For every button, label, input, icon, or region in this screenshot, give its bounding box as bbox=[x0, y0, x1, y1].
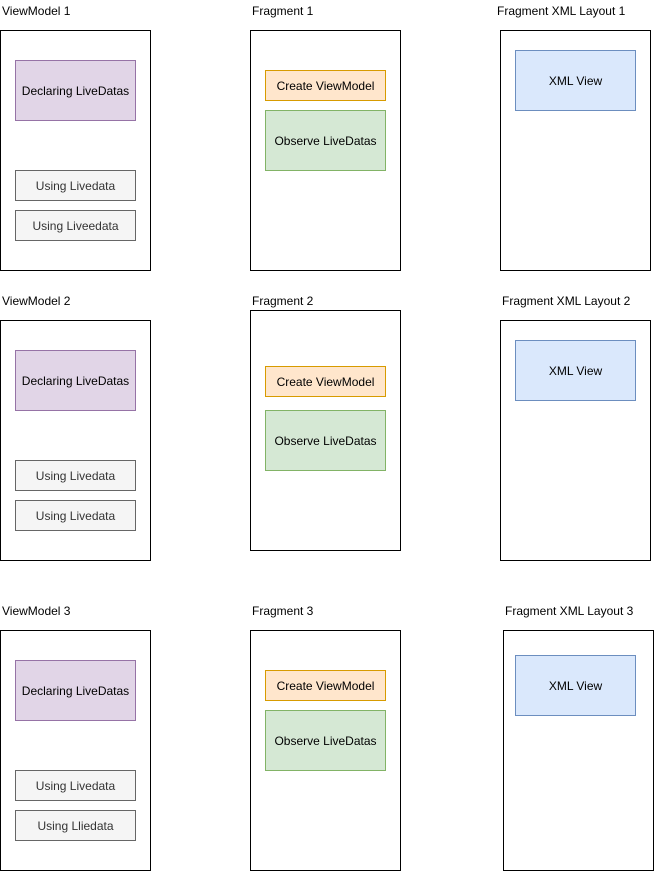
viewmodel-2-title: ViewModel 2 bbox=[2, 294, 71, 308]
observe-livedatas-box: Observe LiveDatas bbox=[265, 710, 386, 771]
viewmodel-1-title: ViewModel 1 bbox=[2, 4, 71, 18]
declaring-livedatas-box: Declaring LiveDatas bbox=[15, 60, 136, 121]
observe-livedatas-box: Observe LiveDatas bbox=[265, 410, 386, 471]
fragment-3-title: Fragment 3 bbox=[252, 604, 314, 618]
layout-3-title: Fragment XML Layout 3 bbox=[505, 604, 634, 618]
using-livedata-box: Using Livedata bbox=[15, 500, 136, 531]
fragment-3-panel: Create ViewModel Observe LiveDatas bbox=[250, 630, 401, 871]
xml-view-box: XML View bbox=[515, 655, 636, 716]
using-livedata-box: Using Livedata bbox=[15, 770, 136, 801]
viewmodel-3-title: ViewModel 3 bbox=[2, 604, 71, 618]
layout-2-title: Fragment XML Layout 2 bbox=[502, 294, 631, 308]
using-livedata-box: Using Livedata bbox=[15, 460, 136, 491]
declaring-livedatas-box: Declaring LiveDatas bbox=[15, 350, 136, 411]
viewmodel-1-panel: Declaring LiveDatas Using Livedata Using… bbox=[0, 30, 151, 271]
create-viewmodel-box: Create ViewModel bbox=[265, 366, 386, 397]
observe-livedatas-box: Observe LiveDatas bbox=[265, 110, 386, 171]
using-livedata-box: Using Livedata bbox=[15, 170, 136, 201]
viewmodel-2-panel: Declaring LiveDatas Using Livedata Using… bbox=[0, 320, 151, 561]
using-livedata-box: Using Liveedata bbox=[15, 210, 136, 241]
fragment-1-panel: Create ViewModel Observe LiveDatas bbox=[250, 30, 401, 271]
layout-1-panel: XML View bbox=[500, 30, 651, 271]
fragment-2-title: Fragment 2 bbox=[252, 294, 314, 308]
xml-view-box: XML View bbox=[515, 340, 636, 401]
layout-1-title: Fragment XML Layout 1 bbox=[497, 4, 626, 18]
viewmodel-3-panel: Declaring LiveDatas Using Livedata Using… bbox=[0, 630, 151, 871]
create-viewmodel-box: Create ViewModel bbox=[265, 670, 386, 701]
using-livedata-box: Using Lliedata bbox=[15, 810, 136, 841]
fragment-1-title: Fragment 1 bbox=[252, 4, 314, 18]
xml-view-box: XML View bbox=[515, 50, 636, 111]
create-viewmodel-box: Create ViewModel bbox=[265, 70, 386, 101]
declaring-livedatas-box: Declaring LiveDatas bbox=[15, 660, 136, 721]
layout-2-panel: XML View bbox=[500, 320, 651, 561]
fragment-2-panel: Create ViewModel Observe LiveDatas bbox=[250, 310, 401, 551]
layout-3-panel: XML View bbox=[503, 630, 654, 871]
